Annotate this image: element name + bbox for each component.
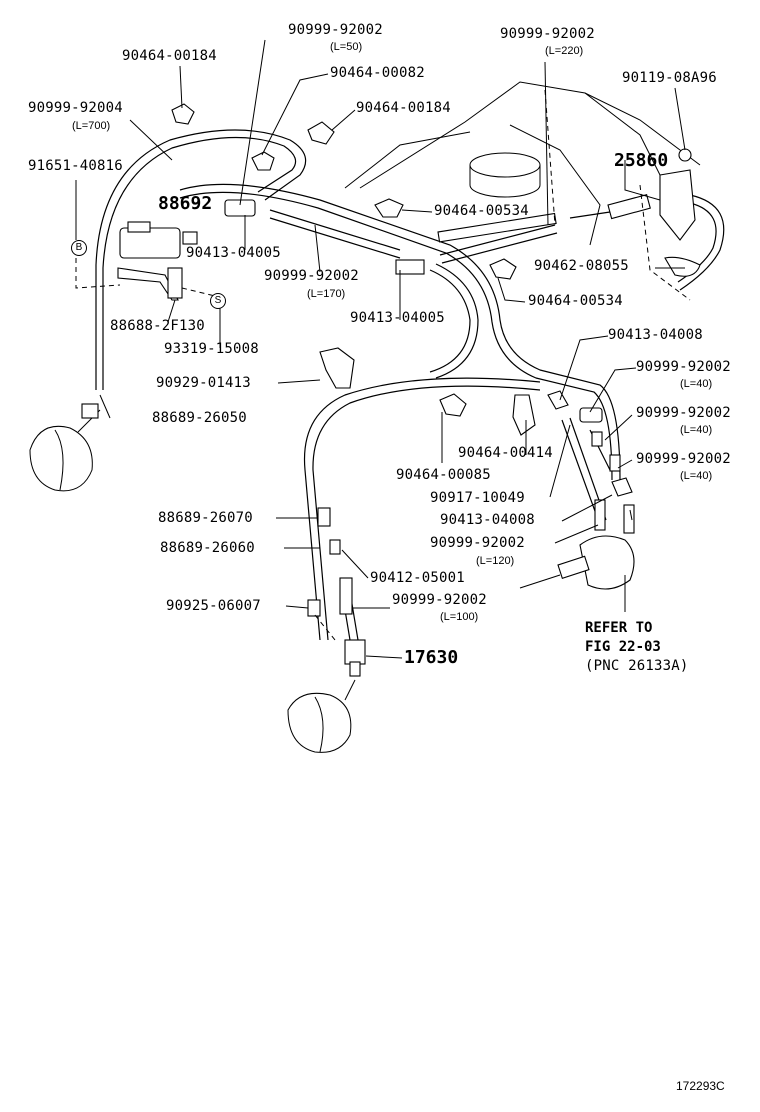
- part-label: 17630: [404, 647, 459, 668]
- part-label: 90119-08A96: [622, 70, 717, 86]
- part-label: 90464-00534: [434, 203, 529, 219]
- hose-length: (L=40): [680, 470, 713, 482]
- part-label: 90917-10049: [430, 490, 525, 506]
- marker-s: S: [210, 293, 226, 309]
- part-label: 90464-00082: [330, 65, 425, 81]
- part-label: 90464-00184: [356, 100, 451, 116]
- part-label: 90464-00085: [396, 467, 491, 483]
- figure-code: 172293C: [676, 1079, 725, 1093]
- part-label: 90462-08055: [534, 258, 629, 274]
- hose-length: (L=100): [440, 611, 479, 623]
- part-label: 91651-40816: [28, 158, 123, 174]
- part-label: 90413-04008: [608, 327, 703, 343]
- part-label: 90999-92002: [500, 26, 595, 42]
- hose-length: (L=700): [72, 120, 111, 132]
- hose-lines: [95, 129, 725, 641]
- marker-b: B: [71, 240, 87, 256]
- part-label: 25860: [614, 150, 669, 171]
- part-label: 90464-00184: [122, 48, 217, 64]
- leader-lines: [75, 39, 686, 659]
- part-label: 93319-15008: [164, 341, 259, 357]
- hose-length: (L=220): [545, 45, 584, 57]
- part-label: 90999-92002: [430, 535, 525, 551]
- reference-line-3: (PNC 26133A): [585, 658, 689, 674]
- dashed-connections: [75, 89, 691, 641]
- part-label: 90999-92004: [28, 100, 123, 116]
- hose-length: (L=120): [476, 555, 515, 567]
- part-label: 88689-26070: [158, 510, 253, 526]
- part-label: 88689-26060: [160, 540, 255, 556]
- part-label: 90413-04005: [186, 245, 281, 261]
- engine-outline: [344, 81, 701, 246]
- part-label: 90999-92002: [636, 405, 731, 421]
- part-label: 90999-92002: [392, 592, 487, 608]
- hose-length: (L=40): [680, 378, 713, 390]
- reference-line-2: FIG 22-03: [585, 639, 661, 655]
- reference-line-1: REFER TO: [585, 620, 653, 636]
- part-label: 90925-06007: [166, 598, 261, 614]
- part-label: 90413-04008: [440, 512, 535, 528]
- part-label: 90464-00414: [458, 445, 553, 461]
- part-label: 90999-92002: [264, 268, 359, 284]
- part-label: 90464-00534: [528, 293, 623, 309]
- part-label: 90999-92002: [636, 359, 731, 375]
- hose-length: (L=170): [307, 288, 346, 300]
- hose-length: (L=40): [680, 424, 713, 436]
- part-label: 90412-05001: [370, 570, 465, 586]
- part-label: 88688-2F130: [110, 318, 205, 334]
- part-label: 90413-04005: [350, 310, 445, 326]
- components: [29, 103, 701, 753]
- part-label: 90999-92002: [636, 451, 731, 467]
- part-label: 90929-01413: [156, 375, 251, 391]
- part-label: 88689-26050: [152, 410, 247, 426]
- part-label: 90999-92002: [288, 22, 383, 38]
- hose-length: (L=50): [330, 41, 363, 53]
- part-label: 88692: [158, 193, 213, 214]
